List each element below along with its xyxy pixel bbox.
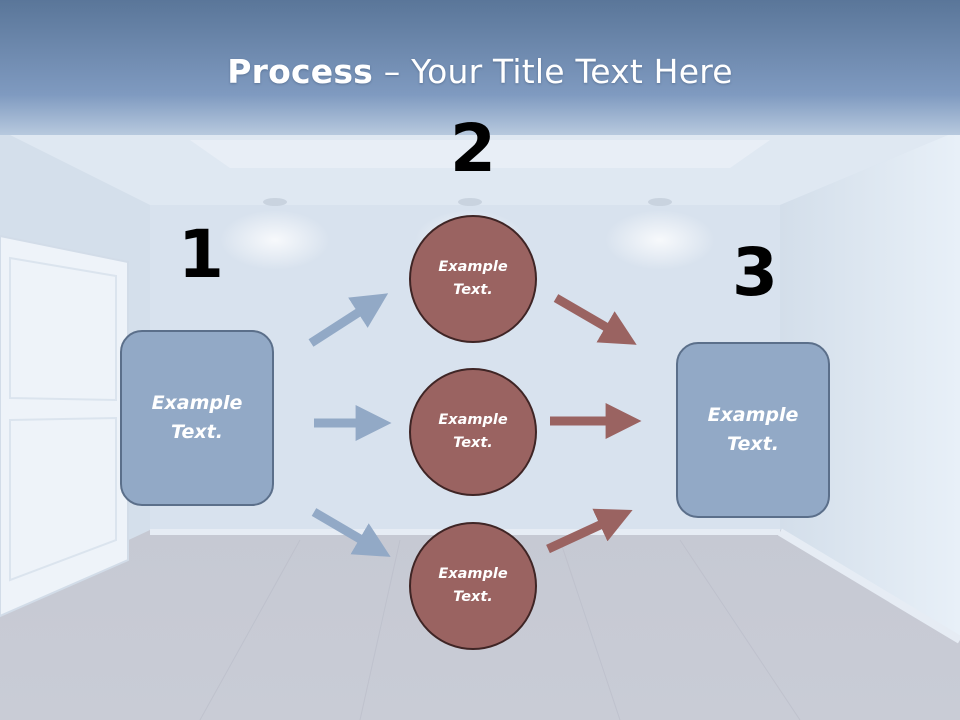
box-left[interactable]: Example Text. <box>120 330 274 506</box>
step-number-2: 2 <box>450 110 496 187</box>
box-right-text: Example Text. <box>707 404 799 455</box>
arrow-bottom-to-right <box>546 508 633 554</box>
circle-bottom-text: Example Text. <box>438 566 508 605</box>
title-bold: Process <box>227 52 374 91</box>
step-number-1: 1 <box>178 216 224 293</box>
arrow-top-to-right <box>553 294 637 345</box>
slide-title: Process – Your Title Text Here <box>0 52 960 91</box>
circle-bottom[interactable]: Example Text. <box>409 522 537 650</box>
box-right[interactable]: Example Text. <box>676 342 830 518</box>
circle-top[interactable]: Example Text. <box>409 215 537 343</box>
circle-middle-text: Example Text. <box>438 412 508 451</box>
arrow-left-to-bottom <box>311 508 391 557</box>
title-rest: – Your Title Text Here <box>373 52 733 91</box>
arrow-left-to-top <box>308 293 389 347</box>
circle-middle[interactable]: Example Text. <box>409 368 537 496</box>
step-number-3: 3 <box>732 234 778 311</box>
circle-top-text: Example Text. <box>438 259 508 298</box>
box-left-text: Example Text. <box>151 392 243 443</box>
